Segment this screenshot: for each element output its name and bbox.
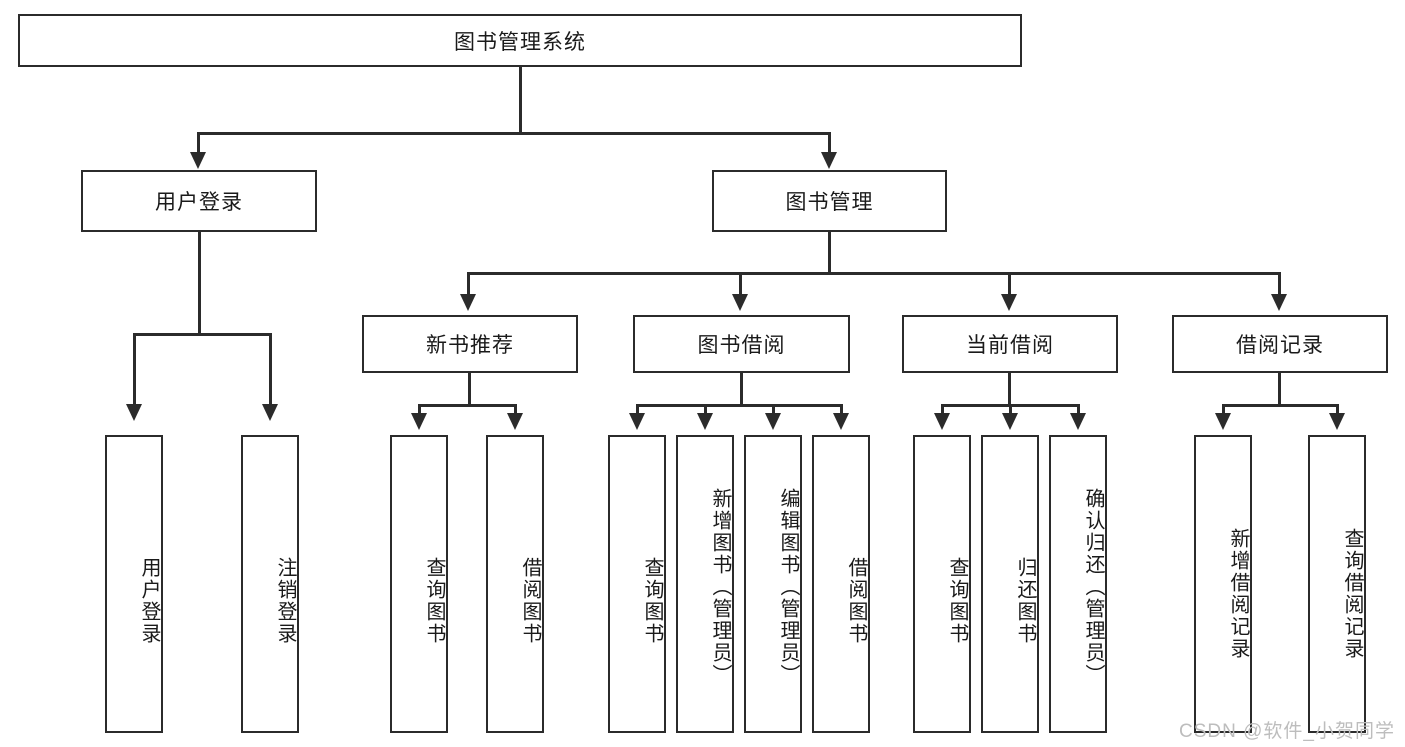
arrowhead-bb-to-leaf-3: [765, 413, 781, 430]
node-new-book-recommend[interactable]: 新书推荐: [362, 315, 578, 373]
edge-bb-to-leaf-3: [772, 404, 775, 416]
node-user-login[interactable]: 用户登录: [81, 170, 317, 232]
edge-root-to-book-management: [828, 132, 831, 157]
arrowhead-cb-to-leaf-1: [934, 413, 950, 430]
node-current-borrow[interactable]: 当前借阅: [902, 315, 1118, 373]
arrowhead-cb-to-leaf-3: [1070, 413, 1086, 430]
edge-bm-to-new-book-recommend: [467, 272, 470, 297]
edge-cb-to-leaf-2: [1009, 404, 1012, 416]
edge-bm-to-current-borrow: [1008, 272, 1011, 297]
edge-new-book-recommend-stem: [468, 373, 471, 407]
node-book-borrow[interactable]: 图书借阅: [633, 315, 850, 373]
edge-borrow-record-stem: [1278, 373, 1281, 407]
edge-nbr-to-leaf-2: [514, 404, 517, 416]
edge-bb-to-leaf-1: [636, 404, 639, 416]
csdn-watermark: CSDN @软件_小贺同学: [1179, 721, 1395, 742]
edge-user-login-stem: [198, 232, 201, 336]
arrowhead-bm-to-current-borrow: [1001, 294, 1017, 311]
leaf-edit-book-admin[interactable]: 编辑图书（管理员）: [744, 435, 802, 733]
arrowhead-user-login-to-leaf-2: [262, 404, 278, 421]
edge-root-stem: [519, 67, 522, 134]
edge-cb-to-leaf-3: [1077, 404, 1080, 416]
arrowhead-cb-to-leaf-2: [1002, 413, 1018, 430]
arrowhead-bb-to-leaf-4: [833, 413, 849, 430]
edge-cb-to-leaf-1: [941, 404, 944, 416]
arrowhead-root-to-book-management: [821, 152, 837, 169]
arrowhead-nbr-to-leaf-2: [507, 413, 523, 430]
edge-bm-to-borrow-record: [1278, 272, 1281, 297]
edge-bm-to-book-borrow: [739, 272, 742, 297]
leaf-query-borrow-record[interactable]: 查询借阅记录: [1308, 435, 1366, 733]
edge-root-split-bar: [197, 132, 831, 135]
edge-bb-to-leaf-2: [704, 404, 707, 416]
node-book-management[interactable]: 图书管理: [712, 170, 947, 232]
edge-user-login-split-bar: [133, 333, 272, 336]
edge-root-to-user-login: [197, 132, 200, 157]
edge-br-to-leaf-1: [1222, 404, 1225, 416]
leaf-add-book-admin[interactable]: 新增图书（管理员）: [676, 435, 734, 733]
arrowhead-bm-to-new-book-recommend: [460, 294, 476, 311]
leaf-add-borrow-record[interactable]: 新增借阅记录: [1194, 435, 1252, 733]
leaf-query-book-1[interactable]: 查询图书: [390, 435, 448, 733]
edge-book-management-split-bar: [467, 272, 1281, 275]
leaf-confirm-return-admin[interactable]: 确认归还（管理员）: [1049, 435, 1107, 733]
leaf-borrow-book-2[interactable]: 借阅图书: [812, 435, 870, 733]
leaf-borrow-book-1[interactable]: 借阅图书: [486, 435, 544, 733]
node-root-book-management-system[interactable]: 图书管理系统: [18, 14, 1022, 67]
edge-nbr-to-leaf-1: [418, 404, 421, 416]
leaf-logout-login[interactable]: 注销登录: [241, 435, 299, 733]
edge-br-to-leaf-2: [1336, 404, 1339, 416]
edge-user-login-to-leaf-2: [269, 333, 272, 407]
edge-bb-to-leaf-4: [840, 404, 843, 416]
edge-book-borrow-split-bar: [636, 404, 842, 407]
arrowhead-bm-to-borrow-record: [1271, 294, 1287, 311]
edge-book-management-stem: [828, 232, 831, 274]
edge-borrow-record-split-bar: [1222, 404, 1339, 407]
leaf-return-book[interactable]: 归还图书: [981, 435, 1039, 733]
leaf-query-book-3[interactable]: 查询图书: [913, 435, 971, 733]
arrowhead-br-to-leaf-2: [1329, 413, 1345, 430]
arrowhead-user-login-to-leaf-1: [126, 404, 142, 421]
edge-book-borrow-stem: [740, 373, 743, 407]
edge-user-login-to-leaf-1: [133, 333, 136, 407]
leaf-query-book-2[interactable]: 查询图书: [608, 435, 666, 733]
node-borrow-record[interactable]: 借阅记录: [1172, 315, 1388, 373]
arrowhead-bb-to-leaf-1: [629, 413, 645, 430]
arrowhead-bb-to-leaf-2: [697, 413, 713, 430]
arrowhead-bm-to-book-borrow: [732, 294, 748, 311]
arrowhead-root-to-user-login: [190, 152, 206, 169]
edge-current-borrow-stem: [1008, 373, 1011, 407]
arrowhead-br-to-leaf-1: [1215, 413, 1231, 430]
arrowhead-nbr-to-leaf-1: [411, 413, 427, 430]
leaf-user-login[interactable]: 用户登录: [105, 435, 163, 733]
edge-new-book-recommend-split-bar: [418, 404, 517, 407]
